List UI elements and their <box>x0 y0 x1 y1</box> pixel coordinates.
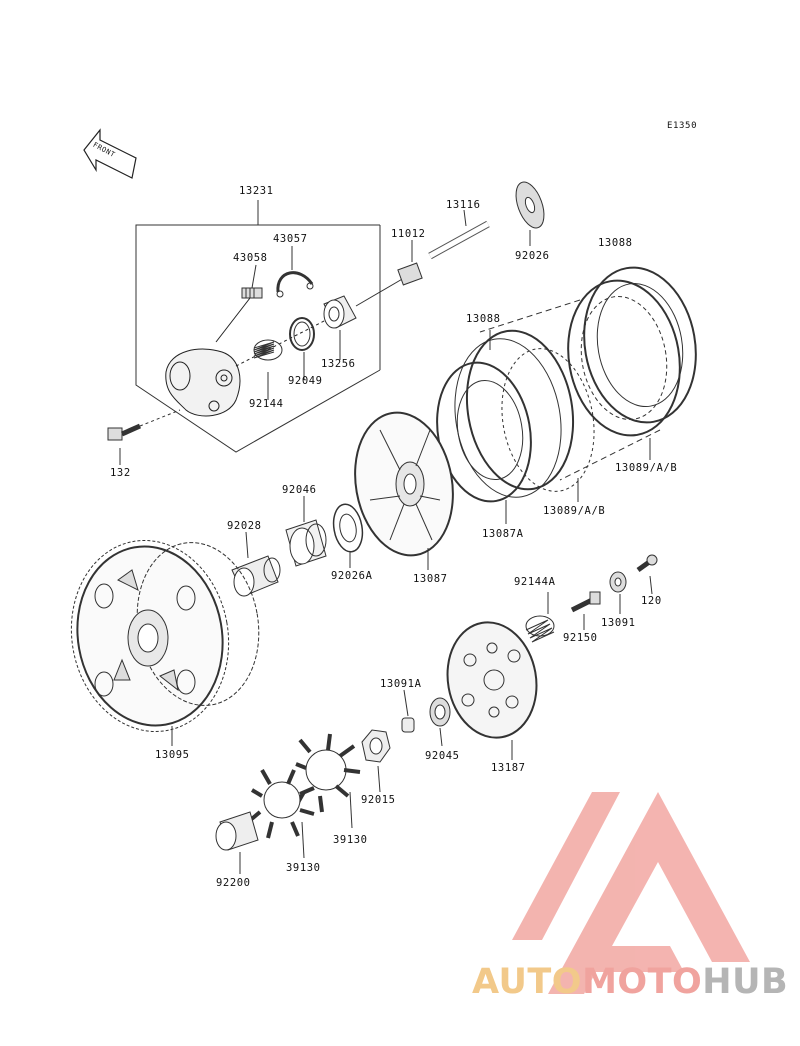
washer-92026 <box>515 181 545 246</box>
part-label-13116: 13116 <box>446 199 481 211</box>
sleeve-92046 <box>285 496 327 567</box>
part-label-120: 120 <box>641 595 662 607</box>
clutch-plate-13088 <box>454 329 595 502</box>
bolt-92150 <box>570 591 601 630</box>
part-label-11012: 11012 <box>391 228 426 240</box>
part-label-13256: 13256 <box>321 358 356 370</box>
spring-92144A <box>525 592 555 643</box>
lifter-plate-13187 <box>446 621 538 760</box>
part-label-13187: 13187 <box>491 762 526 774</box>
rod-13116 <box>428 209 490 260</box>
washer-13091 <box>609 571 627 614</box>
part-label-13089-rear: 13089/A/B <box>615 462 678 474</box>
pressure-plate-13087 <box>354 411 454 570</box>
part-label-132: 132 <box>110 467 131 479</box>
part-label-13087: 13087 <box>413 573 448 585</box>
part-label-13088: 13088 <box>466 313 501 325</box>
part-label-13091A: 13091A <box>380 678 422 690</box>
part-label-92026A: 92026A <box>331 570 373 582</box>
part-label-92150: 92150 <box>563 632 598 644</box>
clip-43057 <box>276 246 314 298</box>
bolt-132 <box>107 409 181 465</box>
spring-plate-39130-upper <box>294 733 361 829</box>
part-label-13087A: 13087A <box>482 528 524 540</box>
front-arrow-icon <box>83 128 137 179</box>
part-label-92046: 92046 <box>282 484 317 496</box>
diagram-code: E1350 <box>667 121 698 131</box>
nut-92015 <box>361 729 391 793</box>
part-label-92200: 92200 <box>216 877 251 889</box>
bearing-92045 <box>429 697 451 747</box>
part-label-13095: 13095 <box>155 749 190 761</box>
part-label-92026: 92026 <box>515 250 550 262</box>
watermark-brand-text: AUTOMOTOHUB <box>472 962 788 1002</box>
part-label-13088-top: 13088 <box>598 237 633 249</box>
part-label-43057: 43057 <box>273 233 308 245</box>
bearing-92200 <box>215 811 259 874</box>
bleed-screw-43058 <box>241 264 263 299</box>
piece-13091A <box>401 689 415 733</box>
washer-92026A <box>332 503 364 568</box>
part-label-13091: 13091 <box>601 617 636 629</box>
bushing-11012 <box>397 240 423 286</box>
part-label-13089-front: 13089/A/B <box>543 505 606 517</box>
pushrod-line <box>355 277 405 307</box>
part-label-92144: 92144 <box>249 398 284 410</box>
part-label-92049: 92049 <box>288 375 323 387</box>
bush-92028 <box>231 531 281 597</box>
assembly-bracket <box>135 200 381 453</box>
part-label-43058: 43058 <box>233 252 268 264</box>
part-label-92045: 92045 <box>425 750 460 762</box>
clutch-housing-gear-13095 <box>70 539 260 746</box>
part-label-39130-lower: 39130 <box>286 862 321 874</box>
brand-moto: MOTO <box>582 962 703 1002</box>
part-label-92028: 92028 <box>227 520 262 532</box>
piston-13256 <box>323 295 357 360</box>
brand-hub: HUB <box>702 962 789 1002</box>
spring-92144 <box>253 339 283 400</box>
friction-plate-rear <box>479 266 697 481</box>
bolt-120 <box>636 554 658 595</box>
part-label-39130-upper: 39130 <box>333 834 368 846</box>
release-lever-housing <box>165 297 331 417</box>
part-label-92015: 92015 <box>361 794 396 806</box>
brand-auto: AUTO <box>472 962 583 1002</box>
seal-92049 <box>289 317 315 380</box>
automotohub-logo-icon <box>512 792 750 994</box>
part-label-13231: 13231 <box>239 185 274 197</box>
spring-plate-39130-lower <box>246 769 315 859</box>
part-label-92144A: 92144A <box>514 576 556 588</box>
